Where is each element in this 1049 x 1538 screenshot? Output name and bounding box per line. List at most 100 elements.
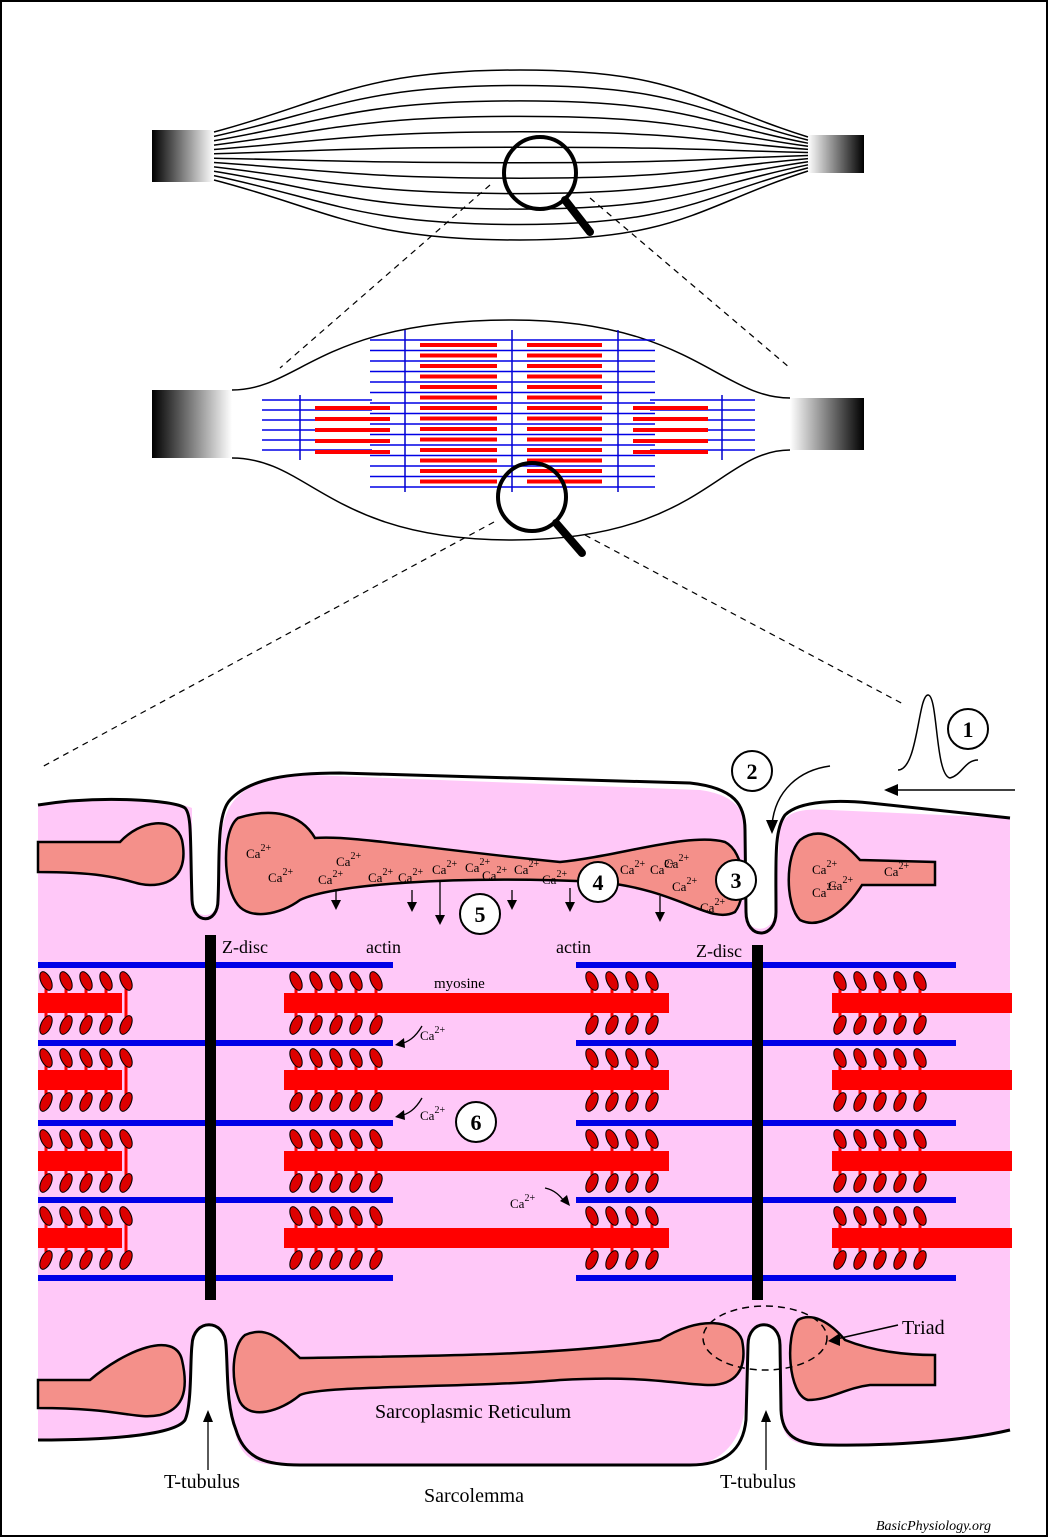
step-number-5: 5: [475, 902, 486, 927]
myosin-head: [873, 1206, 887, 1226]
actin-filament: [576, 1040, 956, 1046]
myosin-head: [329, 1015, 343, 1035]
calcium-release-arrows: [331, 880, 665, 925]
arrow-head-icon: [560, 1195, 570, 1206]
magnifier-handle-icon: [561, 196, 594, 236]
myosin-head: [369, 1206, 383, 1226]
arrow-head-icon: [331, 900, 341, 910]
myosin-head: [79, 1173, 93, 1193]
arrow-head-icon: [655, 912, 665, 922]
muscle-fiber-line: [213, 170, 809, 241]
myosin-head: [119, 971, 133, 991]
step-marker-1: 1: [947, 708, 989, 750]
myosin-head: [873, 1173, 887, 1193]
sarcolemma-bottom: [37, 1323, 1011, 1467]
myosin-head: [833, 1048, 847, 1068]
myosin-head: [349, 1048, 363, 1068]
muscle-fiber-line: [213, 100, 809, 144]
myosin-head: [309, 1206, 323, 1226]
myosin-head: [893, 1015, 907, 1035]
myosin-head: [289, 1173, 303, 1193]
myosin-head: [39, 1129, 53, 1149]
arrow-head-icon: [766, 820, 778, 834]
magnifier-lens-icon: [502, 135, 578, 211]
reticulum-segment: [787, 832, 937, 925]
myosin-head: [329, 1206, 343, 1226]
depolarization-arrow: [771, 765, 831, 826]
fiber-tendon-left: [152, 390, 232, 458]
myosin-head: [329, 1048, 343, 1068]
myosin-head: [893, 1092, 907, 1112]
myosin-head: [369, 1173, 383, 1193]
myosin-head: [349, 1206, 363, 1226]
myosin-head: [289, 1015, 303, 1035]
reticulum-main-top: [224, 811, 745, 917]
myosin-head: [309, 1250, 323, 1270]
myosin-head: [99, 1048, 113, 1068]
tendon-right: [808, 135, 864, 173]
myosin-head: [853, 1092, 867, 1112]
myosin-head: [625, 1092, 639, 1112]
myosin-head: [853, 1206, 867, 1226]
myosin-head: [605, 1048, 619, 1068]
myosin-head: [349, 1129, 363, 1149]
cytoplasm: [38, 775, 1010, 1465]
muscle-fiber-line: [213, 115, 809, 148]
myosin-head: [873, 1015, 887, 1035]
myosin-head: [99, 1015, 113, 1035]
myosin-head: [873, 1129, 887, 1149]
myosin-head: [913, 1048, 927, 1068]
myosin-head: [39, 1173, 53, 1193]
step-marker-6: 6: [455, 1101, 497, 1143]
myosin-head: [79, 1048, 93, 1068]
myosin-head: [833, 1129, 847, 1149]
myosin-head: [119, 1206, 133, 1226]
myosin-filament: [284, 1228, 669, 1248]
myosin-head: [39, 1250, 53, 1270]
myosin-head: [309, 1173, 323, 1193]
fiber-outline-top: [231, 319, 791, 399]
myosin-head: [625, 1129, 639, 1149]
myosin-head: [39, 1206, 53, 1226]
myosin-head: [369, 1092, 383, 1112]
arrow-head-icon: [203, 1410, 213, 1422]
myosin-head: [99, 1173, 113, 1193]
myosin-head: [645, 1048, 659, 1068]
myosin-head: [645, 1250, 659, 1270]
reticulum-segment: [36, 1343, 187, 1418]
myosin-head: [645, 1015, 659, 1035]
myosin-head: [585, 1250, 599, 1270]
myosin-head: [369, 971, 383, 991]
myosin-filament: [832, 1151, 1012, 1171]
myosin-head: [309, 1092, 323, 1112]
myosin-head: [833, 1092, 847, 1112]
arrow-head-icon: [761, 1410, 771, 1422]
myosin-head: [645, 1092, 659, 1112]
actin-label: actin: [556, 937, 591, 957]
arrow-head-icon: [565, 902, 575, 912]
myosin-head: [585, 1129, 599, 1149]
myosin-head: [853, 1173, 867, 1193]
z-disc-label: Z-disc: [222, 937, 268, 957]
myosin-head: [585, 1206, 599, 1226]
myosin-head: [913, 971, 927, 991]
myosin-head: [625, 971, 639, 991]
myosin-head: [99, 971, 113, 991]
myosin-head: [893, 1048, 907, 1068]
arrow-head-icon: [507, 900, 517, 910]
myosin-head: [625, 1206, 639, 1226]
myosin-head: [309, 1015, 323, 1035]
step-marker-3: 3: [715, 859, 757, 901]
myosin-head: [853, 1048, 867, 1068]
myosin-head: [59, 1206, 73, 1226]
step-marker-2: 2: [731, 750, 773, 792]
myosin-head: [833, 1206, 847, 1226]
myosin-head: [59, 1173, 73, 1193]
myosin-head: [289, 971, 303, 991]
myosin-head: [853, 971, 867, 991]
myosin-head: [893, 1173, 907, 1193]
muscle-fiber-line: [213, 69, 809, 138]
myosin-filament: [832, 1070, 1012, 1090]
myosin-head: [369, 1250, 383, 1270]
